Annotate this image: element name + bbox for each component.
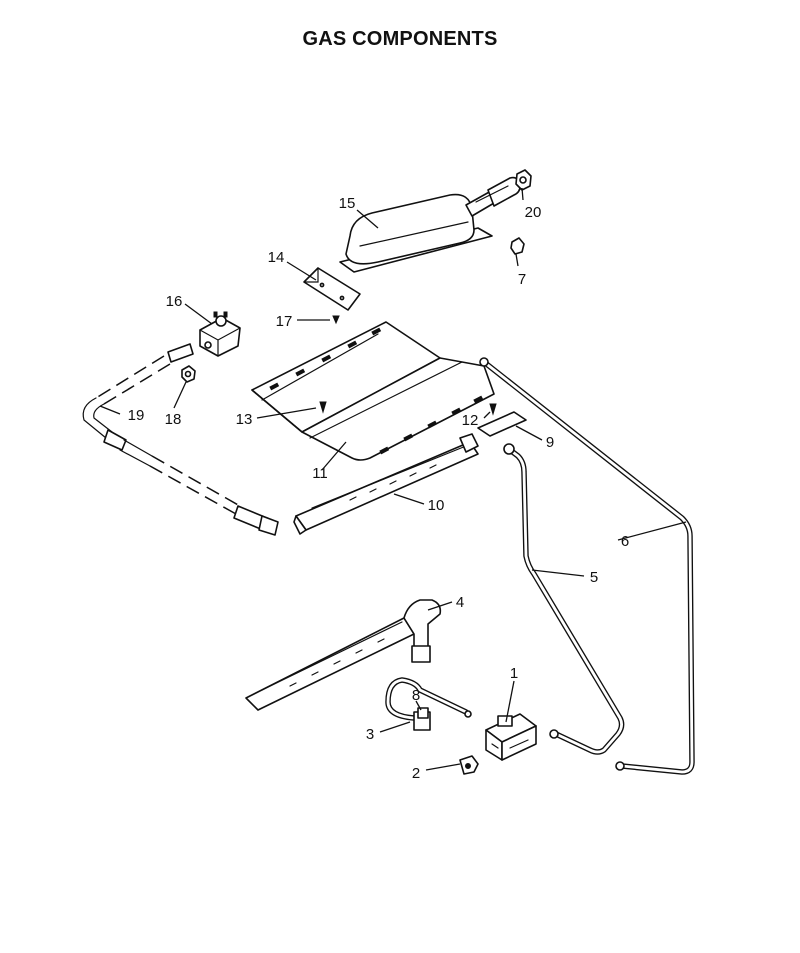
callout-2: 2 [412, 765, 420, 782]
callout-8: 8 [412, 687, 420, 704]
callout-11: 11 [312, 465, 328, 482]
part-1-valve [485, 713, 537, 761]
callout-6: 6 [621, 533, 629, 550]
callout-13: 13 [236, 411, 253, 428]
callout-18: 18 [165, 411, 182, 428]
part-9-bracket [477, 411, 527, 437]
callout-10: 10 [428, 497, 445, 514]
diagram-title: GAS COMPONENTS [302, 28, 498, 50]
callout-3: 3 [366, 726, 374, 743]
callout-1: 1 [510, 665, 518, 682]
part-11-heat-shield [251, 321, 495, 461]
callout-19: 19 [128, 407, 145, 424]
callout-5: 5 [590, 569, 598, 586]
callout-15: 15 [339, 195, 356, 212]
callout-labels: 1 2 3 4 5 6 7 8 9 10 11 12 13 14 15 16 1… [128, 195, 630, 782]
callout-7: 7 [518, 271, 526, 288]
part-15-broil-burner [339, 176, 521, 273]
part-18-nut [181, 365, 196, 383]
part-4-burner [245, 599, 442, 711]
part-17-screw [332, 315, 340, 325]
part-14-bracket [303, 267, 361, 311]
part-3-connector [385, 677, 472, 731]
callout-14: 14 [268, 249, 285, 266]
part-19-burner-tube [82, 343, 279, 536]
leader-lines [99, 187, 687, 771]
callout-17: 17 [276, 313, 293, 330]
callout-12: 12 [462, 412, 479, 429]
part-16-valve [199, 311, 241, 357]
part-7-fitting [510, 237, 525, 255]
part-8-fitting [417, 707, 429, 719]
part-5-gas-tube [503, 443, 625, 755]
callout-9: 9 [546, 434, 554, 451]
callout-4: 4 [456, 594, 464, 611]
part-10-burner [293, 433, 479, 535]
part-20-nut [515, 169, 532, 191]
part-2-fitting [459, 755, 479, 775]
callout-16: 16 [166, 293, 183, 310]
part-12-screw [489, 403, 497, 416]
callout-20: 20 [525, 204, 542, 221]
